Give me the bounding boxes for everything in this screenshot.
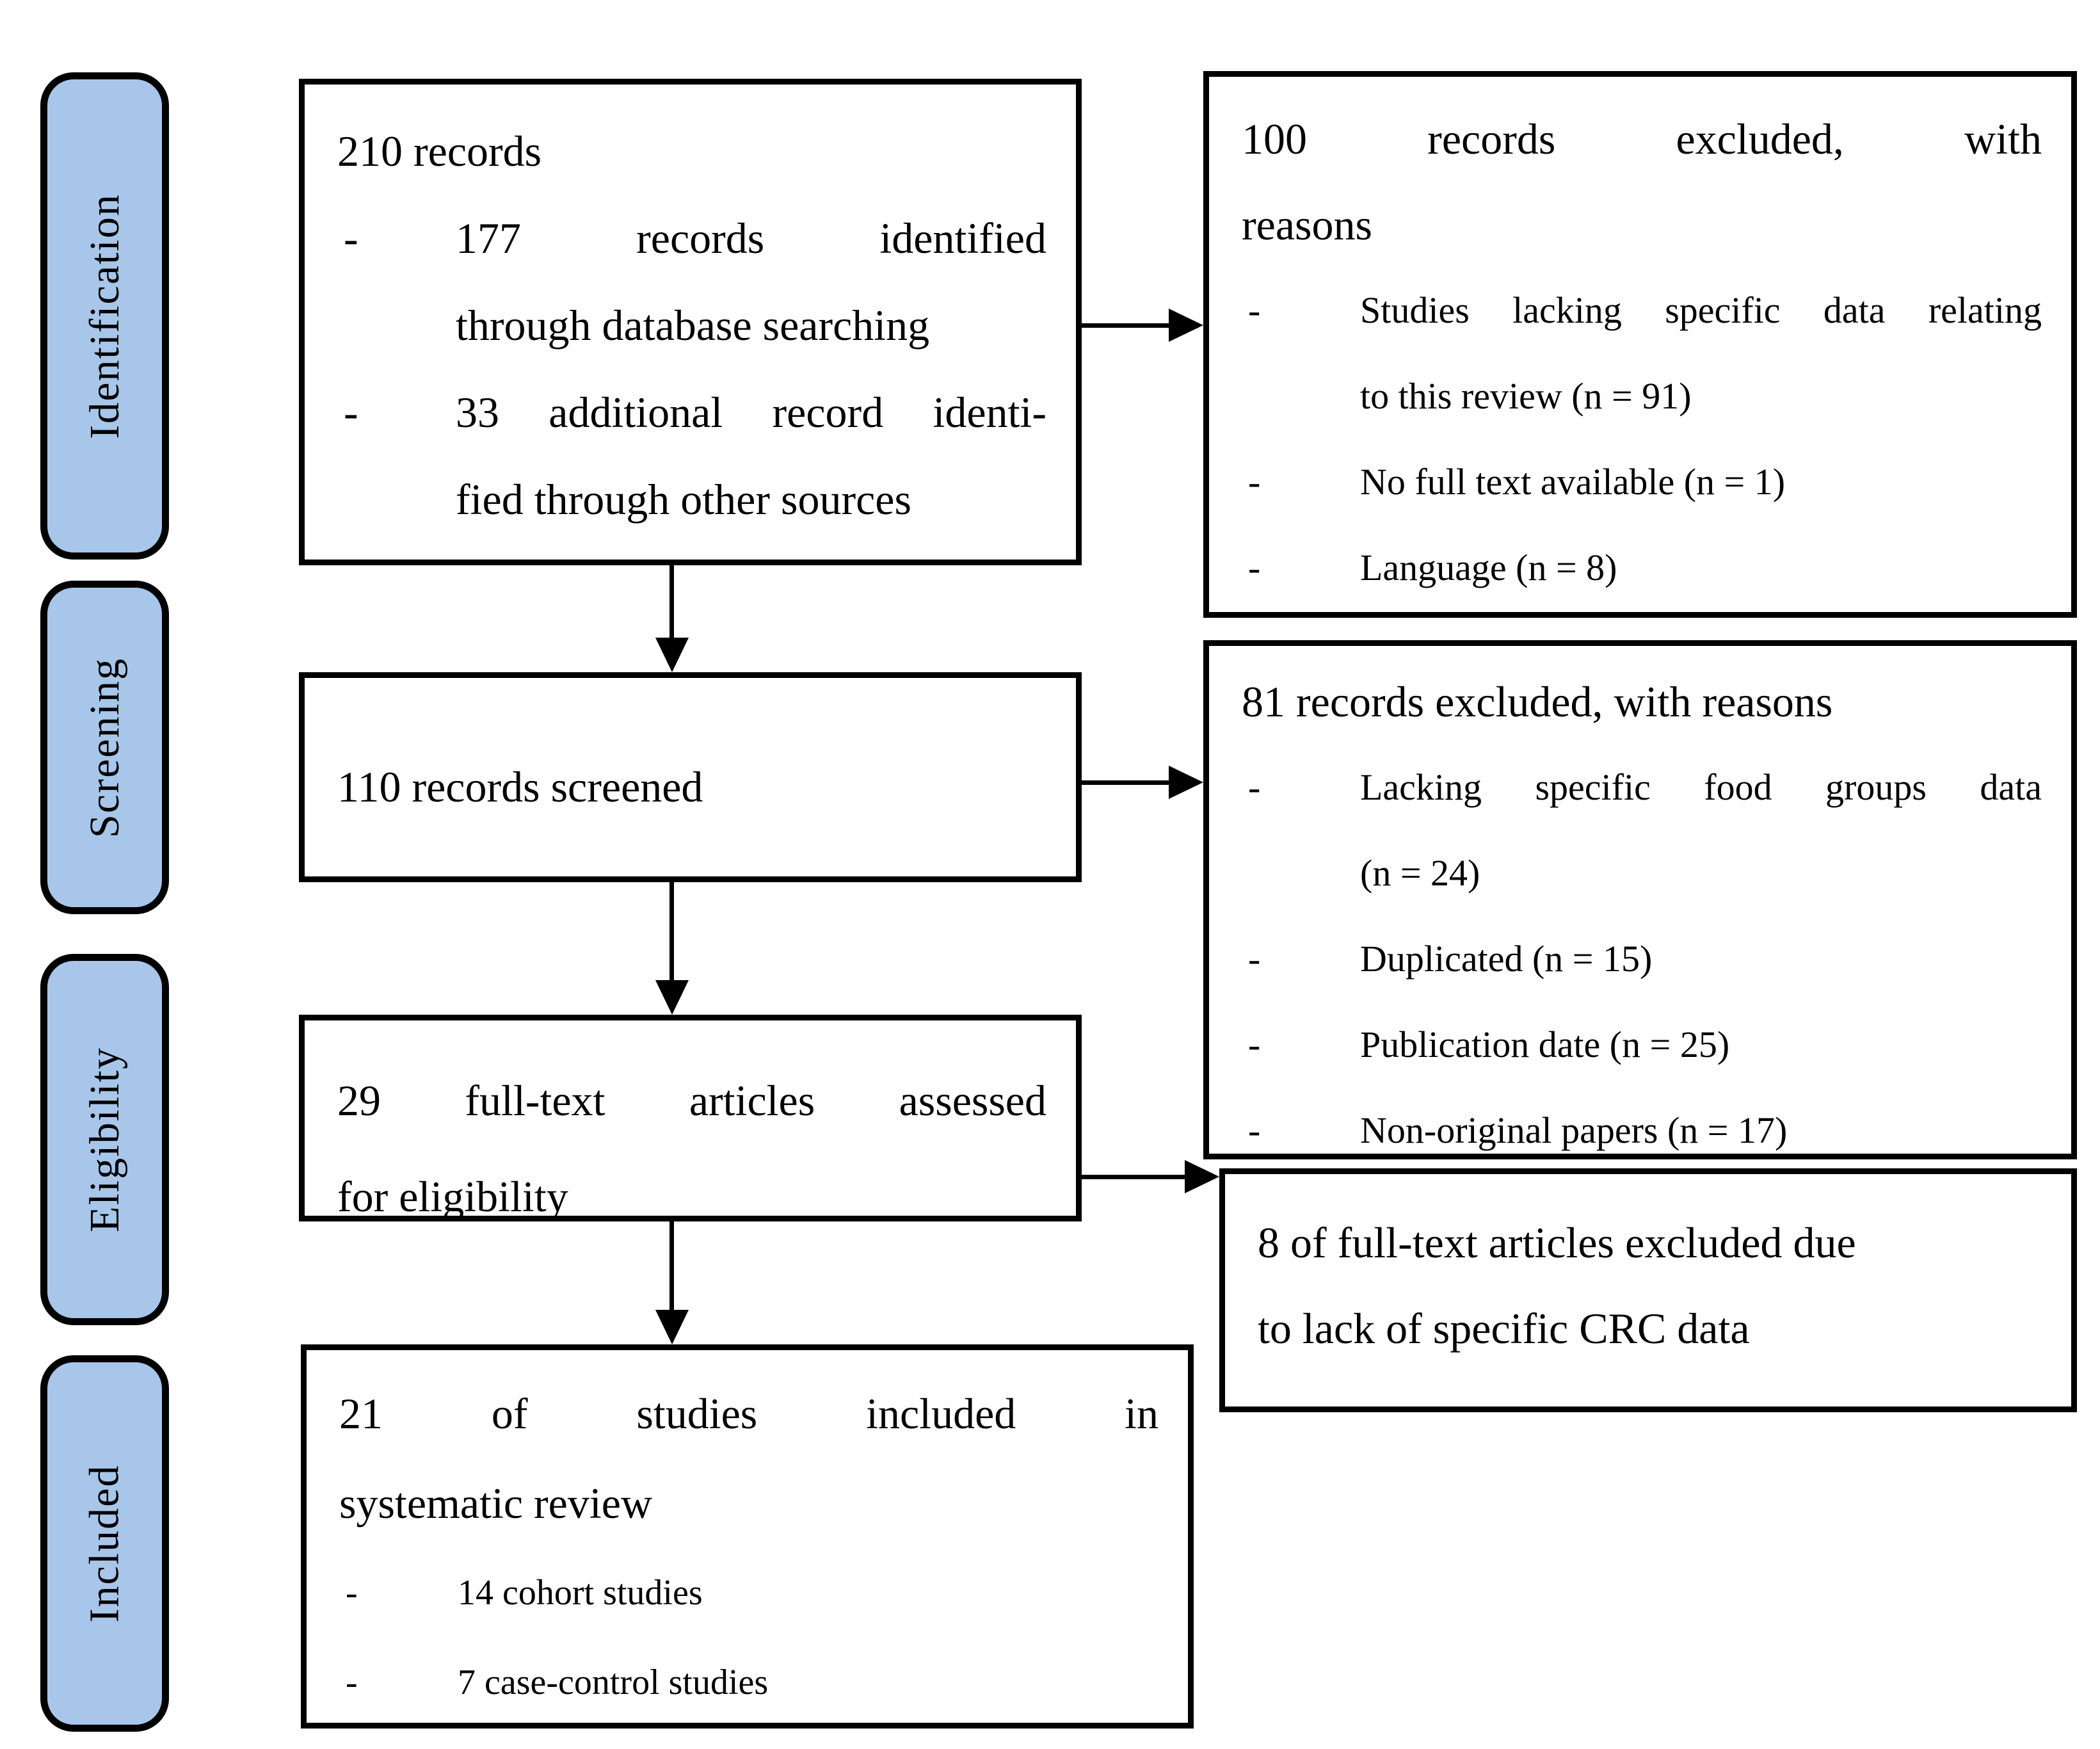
excluded8-line1: 8 of full-text articles excluded due bbox=[1258, 1218, 1856, 1267]
box-records-screened: 110 records screened bbox=[299, 672, 1082, 882]
arrow-head-down-icon bbox=[655, 1310, 689, 1344]
stage-identification-label: Identification bbox=[81, 193, 128, 439]
arrow-head-right-icon bbox=[1185, 1160, 1219, 1193]
bullet-dash: - bbox=[1248, 461, 1261, 503]
bullet-dash: - bbox=[1248, 1109, 1261, 1151]
stage-identification: Identification bbox=[40, 72, 169, 560]
records-bullet-other-line1: -33 additional record identi- bbox=[337, 369, 1046, 456]
excluded100-bullet-nofulltext: -No full text available (n = 1) bbox=[1242, 439, 2042, 525]
bullet-dash: - bbox=[346, 1573, 358, 1613]
bullet-dash: - bbox=[346, 1663, 358, 1702]
box-records-identified: 210 records -177 records identified thro… bbox=[299, 79, 1082, 565]
arrow-shaft bbox=[1082, 323, 1171, 328]
bullet-dash: - bbox=[1248, 766, 1261, 808]
box-studies-included: 21 of studies included in systematic rev… bbox=[301, 1344, 1194, 1729]
stage-eligibility: Eligibility bbox=[40, 954, 169, 1325]
box-excluded-81: 81 records excluded, with reasons -Lacki… bbox=[1203, 640, 2077, 1159]
included-line1: 21 of studies included in bbox=[339, 1389, 1158, 1438]
records-bullet-db-line1: -177 records identified bbox=[337, 195, 1046, 282]
box-excluded-8: 8 of full-text articles excluded due to … bbox=[1219, 1168, 2077, 1412]
arrow-head-right-icon bbox=[1169, 309, 1203, 342]
arrow-head-down-icon bbox=[655, 980, 689, 1015]
bullet-dash: - bbox=[1248, 1024, 1261, 1065]
arrow-shaft bbox=[669, 882, 674, 983]
arrow-shaft bbox=[1082, 1175, 1187, 1179]
stage-included-label: Included bbox=[81, 1464, 128, 1623]
arrow-head-down-icon bbox=[655, 638, 689, 672]
screened-line: 110 records screened bbox=[337, 762, 703, 811]
bullet-dash: - bbox=[344, 388, 358, 437]
excluded81-bullet-foodgroups-line2: (n = 24) bbox=[1360, 852, 1480, 894]
stage-screening: Screening bbox=[40, 581, 169, 914]
fulltext-line1: 29 full-text articles assessed bbox=[337, 1076, 1046, 1125]
arrow-shaft bbox=[1082, 780, 1171, 785]
box-excluded-100: 100 records excluded, with reasons -Stud… bbox=[1203, 71, 2077, 618]
stage-included: Included bbox=[40, 1355, 169, 1732]
bullet-dash: - bbox=[1248, 547, 1261, 588]
excluded100-bullet-specific-line1: -Studies lacking specific data relating bbox=[1242, 268, 2042, 353]
arrow-shaft bbox=[669, 1221, 674, 1312]
box-fulltext-assessed: 29 full-text articles assessed for eligi… bbox=[299, 1015, 1082, 1221]
included-line2: systematic review bbox=[339, 1479, 653, 1527]
arrow-shaft bbox=[669, 565, 674, 642]
excluded81-bullet-duplicated: -Duplicated (n = 15) bbox=[1242, 916, 2042, 1002]
bullet-dash: - bbox=[1248, 938, 1261, 979]
fulltext-line2: for eligibility bbox=[337, 1172, 568, 1221]
excluded100-bullet-language: -Language (n = 8) bbox=[1242, 525, 2042, 611]
stage-eligibility-label: Eligibility bbox=[81, 1047, 128, 1232]
stage-screening-label: Screening bbox=[81, 657, 128, 838]
excluded100-title-line2: reasons bbox=[1242, 200, 1372, 249]
excluded81-bullet-foodgroups-line1: -Lacking specific food groups data bbox=[1242, 745, 2042, 830]
excluded81-bullet-nonoriginal: -Non-original papers (n = 17) bbox=[1242, 1088, 2042, 1173]
records-bullet-db-line2: through database searching bbox=[456, 301, 930, 350]
excluded81-bullet-pubdate: -Publication date (n = 25) bbox=[1242, 1002, 2042, 1088]
bullet-dash: - bbox=[344, 214, 358, 262]
excluded8-line2: to lack of specific CRC data bbox=[1258, 1304, 1750, 1353]
excluded100-bullet-specific-line2: to this review (n = 91) bbox=[1360, 375, 1692, 417]
records-total-line: 210 records bbox=[337, 127, 542, 175]
included-bullet-casecontrol: -7 case-control studies bbox=[339, 1638, 1158, 1727]
excluded81-title: 81 records excluded, with reasons bbox=[1242, 677, 1833, 726]
included-bullet-cohort: -14 cohort studies bbox=[339, 1548, 1158, 1638]
excluded100-title-line1: 100 records excluded, with bbox=[1242, 115, 2042, 163]
records-bullet-other-line2: fied through other sources bbox=[456, 475, 911, 524]
arrow-head-right-icon bbox=[1169, 766, 1203, 799]
bullet-dash: - bbox=[1248, 289, 1261, 331]
